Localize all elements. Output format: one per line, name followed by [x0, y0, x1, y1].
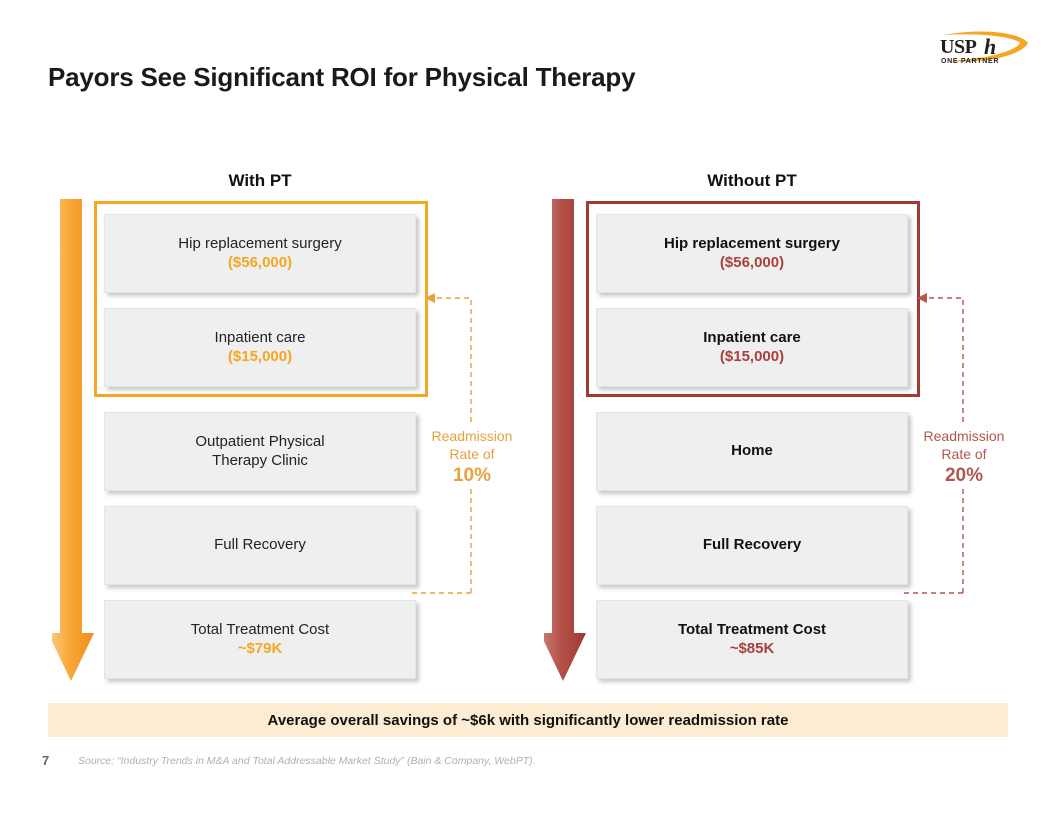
page-number: 7	[42, 753, 50, 768]
stage-amount: ($15,000)	[719, 347, 785, 365]
stage-label: Total Treatment Cost	[677, 620, 827, 638]
flow-arrow-with-pt	[52, 199, 98, 683]
stage-label: Home	[731, 442, 773, 460]
stage-box[interactable]: Total Treatment Cost ~$79K	[104, 600, 416, 679]
svg-text:USP: USP	[940, 36, 977, 58]
stage-label: Hip replacement surgery	[178, 234, 342, 252]
usph-logo: USP h ONE PARTNER	[928, 26, 1032, 70]
stage-amount: ~$85K	[729, 639, 775, 657]
readmission-line1: Readmission	[431, 428, 513, 444]
stage-amount: ~$79K	[237, 639, 283, 657]
stage-box[interactable]: Total Treatment Cost ~$85K	[596, 600, 908, 679]
stage-label: Full Recovery	[214, 536, 306, 554]
source-note: Source: “Industry Trends in M&A and Tota…	[78, 755, 536, 767]
flow-arrow-without-pt	[544, 199, 590, 683]
stage-box[interactable]: Full Recovery	[104, 506, 416, 585]
summary-banner: Average overall savings of ~$6k with sig…	[48, 703, 1008, 737]
stage-amount: ($56,000)	[227, 253, 293, 271]
readmission-value: 20%	[944, 465, 984, 486]
stage-amount: ($15,000)	[227, 347, 293, 365]
stage-box[interactable]: Home	[596, 412, 908, 491]
stage-label: Inpatient care	[703, 328, 801, 346]
stage-label: Total Treatment Cost	[190, 620, 330, 638]
column-header-without-pt: Without PT	[707, 171, 797, 190]
stage-box[interactable]: Hip replacement surgery ($56,000)	[596, 214, 908, 293]
page-title: Payors See Significant ROI for Physical …	[48, 62, 636, 92]
stage-box[interactable]: Full Recovery	[596, 506, 908, 585]
svg-text:ONE PARTNER: ONE PARTNER	[941, 58, 999, 65]
stage-box[interactable]: Inpatient care ($15,000)	[104, 308, 416, 387]
column-header-with-pt: With PT	[228, 171, 292, 190]
stage-box[interactable]: Inpatient care ($15,000)	[596, 308, 908, 387]
stage-label: Outpatient Physical Therapy Clinic	[195, 432, 325, 469]
stage-box[interactable]: Outpatient Physical Therapy Clinic	[104, 412, 416, 491]
readmission-callout-without-pt: Readmission Rate of 20%	[912, 428, 1016, 488]
readmission-line2: Rate of	[449, 445, 495, 462]
readmission-line1: Readmission	[923, 428, 1005, 444]
stage-amount: ($56,000)	[719, 253, 785, 271]
stage-label: Full Recovery	[702, 536, 802, 554]
readmission-value: 10%	[452, 465, 492, 486]
summary-banner-text: Average overall savings of ~$6k with sig…	[267, 711, 789, 729]
svg-text:h: h	[984, 34, 996, 59]
readmission-line2: Rate of	[941, 445, 987, 462]
stage-box[interactable]: Hip replacement surgery ($56,000)	[104, 214, 416, 293]
stage-label: Inpatient care	[214, 328, 306, 346]
stage-label: Hip replacement surgery	[664, 234, 840, 252]
readmission-callout-with-pt: Readmission Rate of 10%	[420, 428, 524, 488]
